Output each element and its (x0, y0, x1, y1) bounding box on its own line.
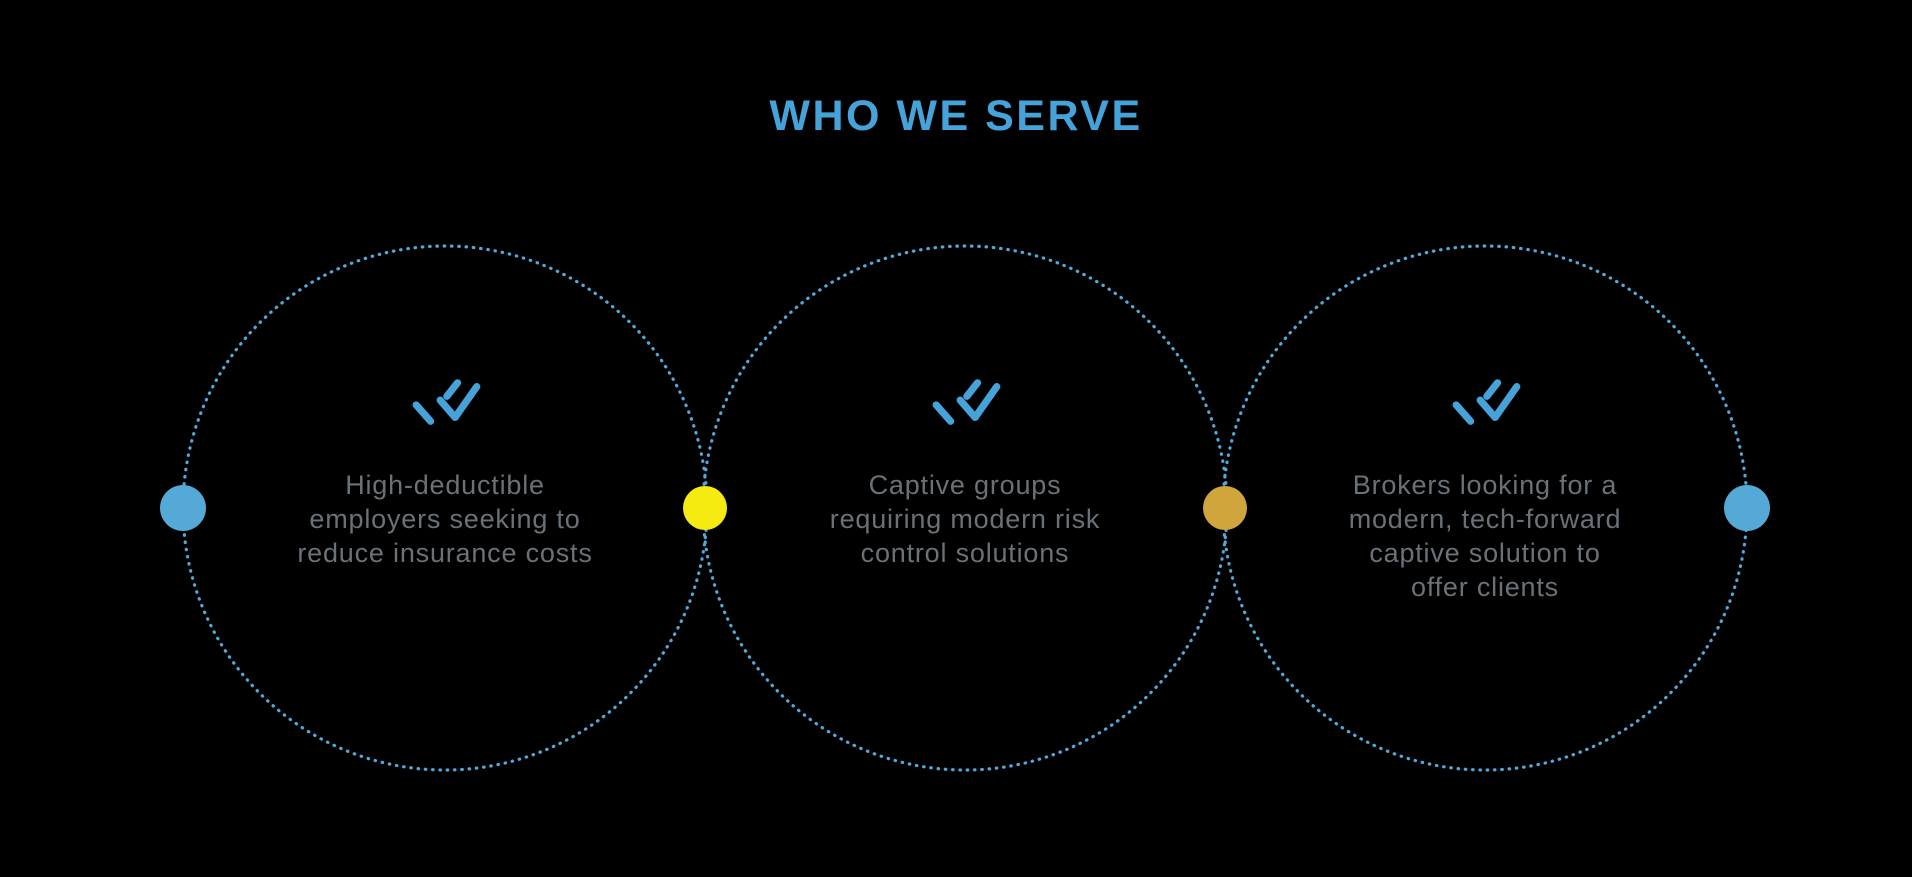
serve-card-text: Brokers looking for a modern, tech-forwa… (1275, 468, 1695, 604)
node-dot-yellow (683, 486, 727, 530)
text-line: modern, tech-forward (1348, 504, 1622, 534)
text-line: reduce insurance costs (297, 538, 593, 568)
serve-card-text: Captive groups requiring modern risk con… (755, 468, 1175, 570)
text-line: control solutions (860, 538, 1070, 568)
text-line: High-deductible (345, 470, 545, 500)
double-check-icon (412, 379, 481, 425)
page-title: WHO WE SERVE (769, 92, 1143, 140)
serve-card-text: High-deductible employers seeking to red… (235, 468, 655, 570)
text-line: employers seeking to (309, 504, 581, 534)
text-line: captive solution to (1369, 538, 1601, 568)
text-line: Brokers looking for a (1352, 470, 1618, 500)
node-dot-left-blue (160, 485, 206, 531)
text-line: Captive groups (868, 470, 1062, 500)
text-line: requiring modern risk (829, 504, 1101, 534)
text-line: offer clients (1411, 572, 1559, 602)
double-check-icon (1452, 379, 1521, 425)
serve-card-brokers: Brokers looking for a modern, tech-forwa… (1275, 378, 1695, 604)
node-dot-right-blue (1724, 485, 1770, 531)
node-dot-gold (1203, 486, 1247, 530)
serve-card-employers: High-deductible employers seeking to red… (235, 378, 655, 570)
double-check-icon (932, 379, 1001, 425)
serve-card-captive-groups: Captive groups requiring modern risk con… (755, 378, 1175, 570)
